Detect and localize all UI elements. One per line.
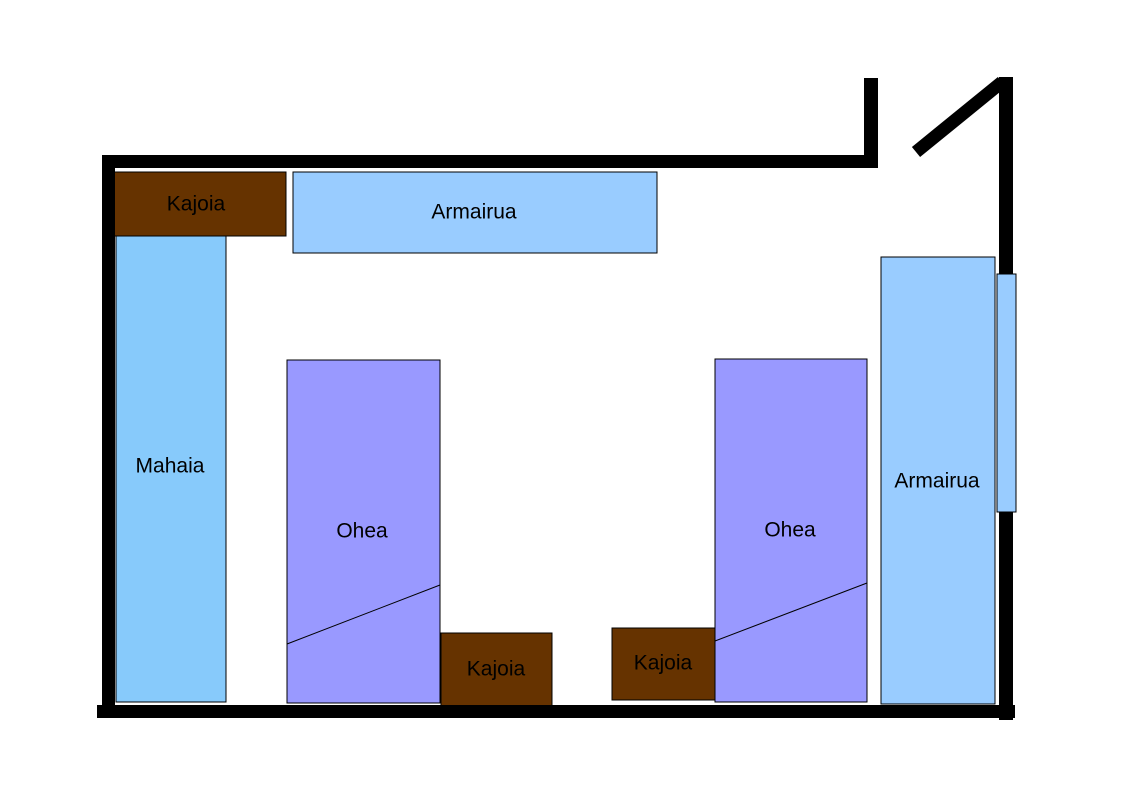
label-ohea-left: Ohea [336,520,388,543]
nightstand-kajoia-bottom-right [611,627,716,701]
wardrobe-armairua-top [292,171,658,254]
label-kajoia-bottom-right: Kajoia [634,652,693,675]
bed-ohea-left [286,359,441,704]
label-kajoia-top-left: Kajoia [167,193,226,216]
wall-right-lower [999,512,1013,720]
window-right [996,273,1017,513]
bed-ohea-right [714,358,868,703]
label-kajoia-bottom-left: Kajoia [467,658,526,681]
label-armairua-top: Armairua [431,201,517,224]
label-mahaia: Mahaia [136,455,205,478]
wall-right-upper [999,77,1013,274]
wall-bottom [97,705,1015,718]
label-ohea-right: Ohea [764,519,816,542]
label-armairua-right: Armairua [894,470,980,493]
bed-left-pillow-line [286,584,441,645]
nightstand-kajoia-bottom-left [440,632,553,714]
desk-mahaia [115,235,227,703]
door-leaf [911,76,1007,158]
wardrobe-armairua-right [880,256,996,705]
bed-right-pillow-line [714,582,868,642]
wall-top [102,155,878,168]
wall-left [102,155,115,715]
wall-door-jamb [864,78,878,166]
cabinet-kajoia-top-left [107,171,287,237]
